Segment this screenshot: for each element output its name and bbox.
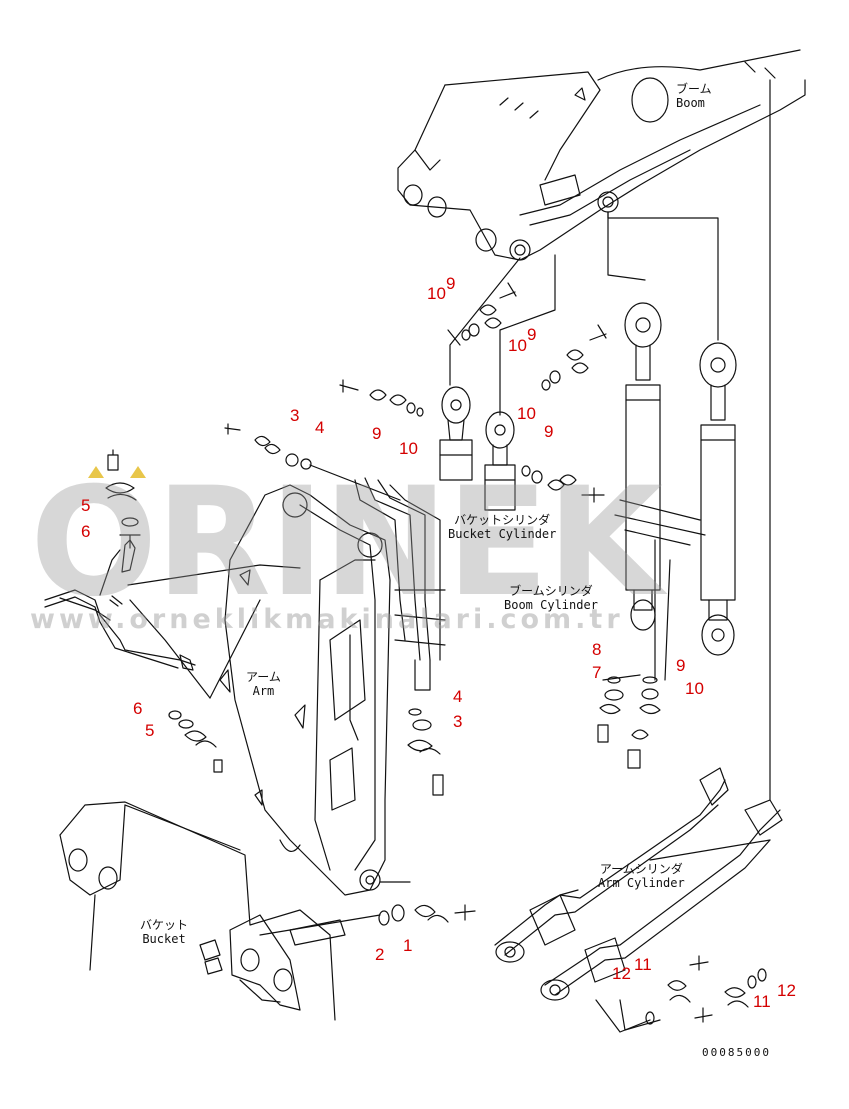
bucket-cylinder — [439, 386, 516, 511]
arm-cylinder-label-en: Arm Cylinder — [598, 876, 685, 890]
bucket-label-jp: バケット — [140, 918, 189, 932]
callout-11[interactable]: 11 — [753, 992, 771, 1011]
callout-3[interactable]: 3 — [290, 406, 300, 425]
bucket-label: バケット Bucket — [140, 918, 188, 946]
arm-label-en: Arm — [252, 684, 275, 698]
callout-7[interactable]: 7 — [592, 663, 602, 682]
arm-label: アーム Arm — [246, 670, 281, 698]
watermark-url: www.orneklikmakinalari.com.tr — [30, 604, 624, 635]
boom-cyl-hardware — [597, 676, 661, 769]
callout-12[interactable]: 12 — [777, 981, 796, 1000]
logo-accent-icon — [88, 466, 146, 478]
arm-cylinder-label-jp: アームシリンダ — [599, 862, 683, 876]
callout-4[interactable]: 4 — [315, 418, 325, 437]
callout-9[interactable]: 9 — [544, 422, 554, 441]
arm-structure — [219, 484, 391, 896]
arm-bottom-hardware — [379, 708, 444, 883]
callout-8[interactable]: 8 — [592, 640, 602, 659]
callout-10[interactable]: 10 — [685, 679, 704, 698]
callout-10[interactable]: 10 — [427, 284, 446, 303]
arm-hydraulic-lines — [349, 477, 446, 741]
callout-10[interactable]: 10 — [517, 404, 536, 423]
callout-2[interactable]: 2 — [375, 945, 385, 964]
boom-label: ブーム Boom — [676, 82, 712, 110]
grease-fittings-left — [105, 449, 223, 773]
arm-label-jp: アーム — [246, 670, 281, 684]
callout-3[interactable]: 3 — [453, 712, 463, 731]
bucket-linkage — [59, 801, 476, 1021]
callout-6[interactable]: 6 — [81, 522, 91, 541]
bucket-cylinder-label: バケットシリンダ Bucket Cylinder — [448, 513, 556, 541]
bucket-label-en: Bucket — [142, 932, 186, 946]
callout-5[interactable]: 5 — [81, 496, 91, 515]
callout-9[interactable]: 9 — [676, 656, 686, 675]
callout-12[interactable]: 12 — [612, 964, 631, 983]
callout-1[interactable]: 1 — [403, 936, 413, 955]
grease-piping — [44, 539, 301, 699]
arm-cylinder-label: アームシリンダ Arm Cylinder — [598, 862, 685, 890]
callout-10[interactable]: 10 — [508, 336, 527, 355]
callout-9[interactable]: 9 — [446, 274, 456, 293]
bucket-cylinder-label-en: Bucket Cylinder — [448, 527, 557, 541]
callout-5[interactable]: 5 — [145, 721, 155, 740]
callout-11[interactable]: 11 — [634, 955, 652, 974]
boom-cylinders — [614, 302, 737, 681]
bucket-cyl-hardware — [224, 282, 607, 503]
callout-leaders — [447, 329, 651, 1033]
arm-cyl-hardware — [645, 955, 767, 1025]
boom-leaders — [449, 79, 771, 801]
callout-10[interactable]: 10 — [399, 439, 418, 458]
boom-label-en: Boom — [676, 96, 705, 110]
bucket-cylinder-label-jp: バケットシリンダ — [454, 513, 551, 527]
boom-cylinder-label-en: Boom Cylinder — [504, 598, 598, 612]
arm-cylinders — [494, 767, 783, 1031]
callout-9[interactable]: 9 — [372, 424, 382, 443]
callout-6[interactable]: 6 — [133, 699, 143, 718]
boom-cylinder-label: ブームシリンダ Boom Cylinder — [504, 584, 598, 612]
watermark-logo: ORINEK — [30, 456, 663, 630]
callout-9[interactable]: 9 — [527, 325, 537, 344]
boom-label-jp: ブーム — [676, 82, 712, 96]
callout-4[interactable]: 4 — [453, 687, 463, 706]
boom-structure — [397, 49, 806, 261]
boom-cylinder-label-jp: ブームシリンダ — [509, 584, 593, 598]
drawing-number: 00085000 — [702, 1046, 771, 1059]
